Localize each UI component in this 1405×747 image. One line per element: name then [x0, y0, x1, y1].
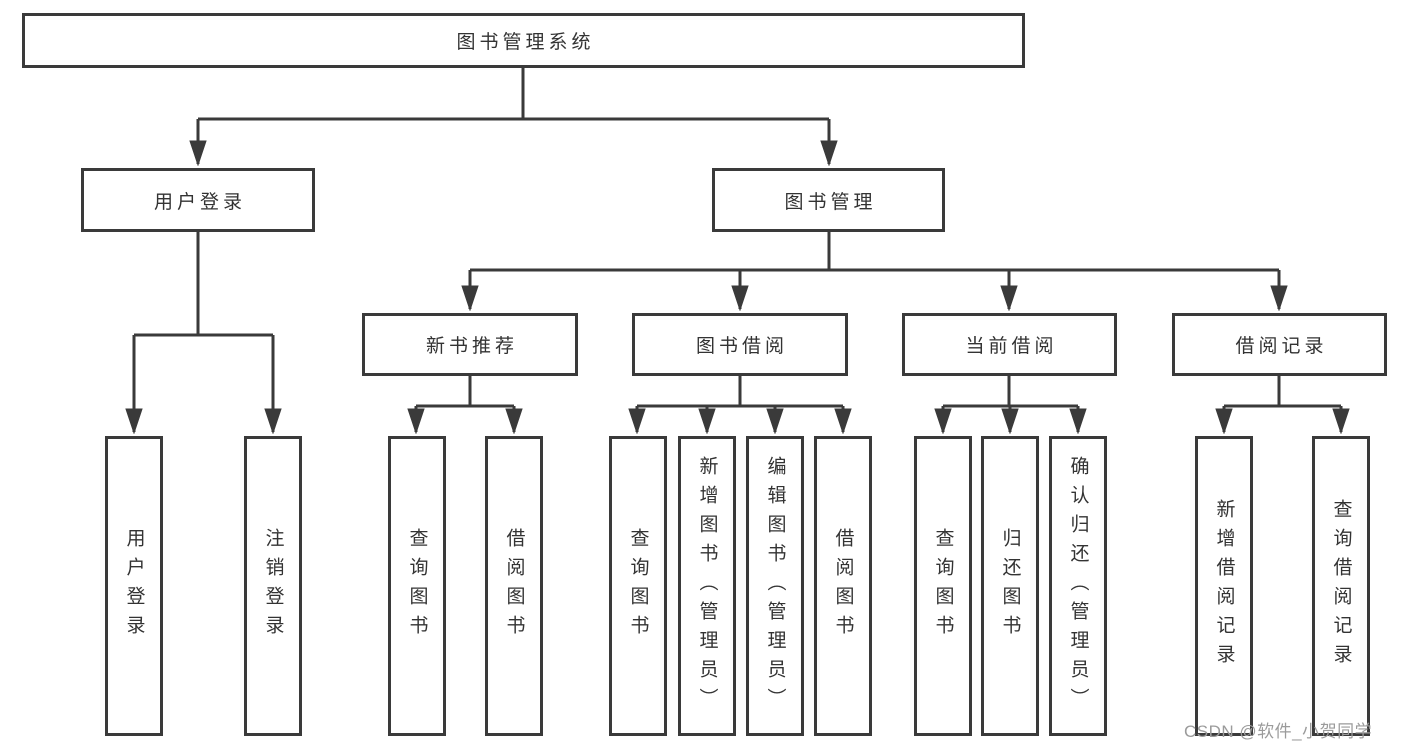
node-book-borrowing: 图书借阅 — [632, 313, 848, 376]
node-label: 图书借阅 — [695, 336, 788, 357]
leaf-label: 借阅图书 — [503, 528, 525, 644]
leaf-label: 用户登录 — [123, 528, 145, 644]
node-new-book-recommendation: 新书推荐 — [362, 313, 578, 376]
leaf-label: 归还图书 — [999, 528, 1021, 644]
node-label: 图书管理 — [784, 191, 877, 213]
leaf-br-add-record: 新增借阅记录 — [1195, 436, 1253, 736]
leaf-bb-edit-books-admin: 编辑图书（管理员） — [746, 436, 804, 736]
leaf-label: 确认归还（管理员） — [1067, 455, 1089, 717]
node-library-management-system: 图书管理系统 — [22, 13, 1025, 68]
leaf-label: 新增借阅记录 — [1213, 499, 1235, 673]
leaf-logout: 注销登录 — [244, 436, 302, 736]
edge-borrowing-branch — [637, 375, 843, 408]
leaf-label: 查询图书 — [406, 528, 428, 644]
leaf-label: 借阅图书 — [832, 528, 854, 644]
edge-current-branch — [943, 375, 1078, 408]
node-current-borrowing: 当前借阅 — [902, 313, 1117, 376]
leaf-label: 查询借阅记录 — [1330, 499, 1352, 673]
leaf-label: 新增图书（管理员） — [696, 455, 718, 717]
node-label: 图书管理系统 — [456, 32, 595, 53]
leaf-label: 注销登录 — [262, 528, 284, 644]
node-label: 用户登录 — [153, 191, 246, 213]
node-label: 借阅记录 — [1235, 336, 1328, 357]
leaf-rec-query-books: 查询图书 — [388, 436, 446, 736]
edge-level3-branch — [470, 231, 1279, 272]
node-book-management: 图书管理 — [712, 168, 945, 232]
leaf-cb-confirm-return-admin: 确认归还（管理员） — [1049, 436, 1107, 736]
leaf-bb-query-books: 查询图书 — [609, 436, 667, 736]
csdn-watermark: CSDN @软件_小贺同学 — [1184, 722, 1373, 741]
leaf-user-login: 用户登录 — [105, 436, 163, 736]
edge-recommendation-branch — [416, 375, 514, 408]
edge-records-branch — [1224, 375, 1341, 408]
leaf-label: 编辑图书（管理员） — [764, 455, 786, 717]
leaf-bb-borrow-books: 借阅图书 — [814, 436, 872, 736]
leaf-label: 查询图书 — [627, 528, 649, 644]
leaf-label: 查询图书 — [932, 528, 954, 644]
node-label: 新书推荐 — [425, 336, 518, 357]
node-borrowing-records: 借阅记录 — [1172, 313, 1387, 376]
leaf-cb-query-books: 查询图书 — [914, 436, 972, 736]
leaf-bb-add-books-admin: 新增图书（管理员） — [678, 436, 736, 736]
node-user-login: 用户登录 — [81, 168, 315, 232]
leaf-rec-borrow-books: 借阅图书 — [485, 436, 543, 736]
leaf-cb-return-books: 归还图书 — [981, 436, 1039, 736]
edge-user-login-branch — [134, 231, 273, 337]
node-label: 当前借阅 — [965, 336, 1058, 357]
leaf-br-query-record: 查询借阅记录 — [1312, 436, 1370, 736]
